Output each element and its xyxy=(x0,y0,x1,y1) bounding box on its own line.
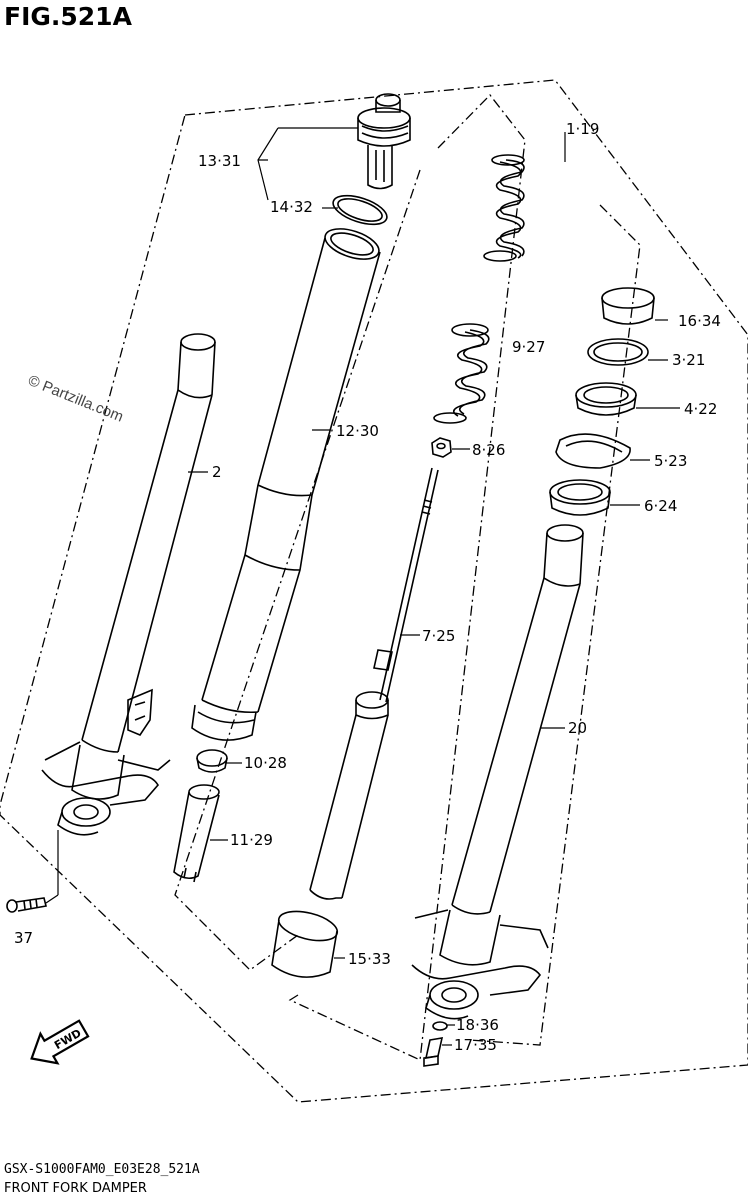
forward-arrow-icon: FWD xyxy=(30,1019,90,1065)
assembly-boundary-damper xyxy=(288,94,526,1061)
oil-lock-collar xyxy=(271,910,339,978)
cap-o-ring xyxy=(332,194,388,226)
callout-15-33: 15·33 xyxy=(348,950,391,968)
callout-20: 20 xyxy=(568,719,588,737)
callout-9-27: 9·27 xyxy=(512,338,546,356)
callout-13-31: 13·31 xyxy=(198,152,241,170)
fork-spring-lower xyxy=(433,323,490,424)
callout-3-21: 3·21 xyxy=(672,351,706,369)
diagram-caption: FRONT FORK DAMPER xyxy=(4,1181,147,1196)
inner-tube-left xyxy=(41,333,216,836)
oil-seal xyxy=(575,382,637,416)
callout-5-23: 5·23 xyxy=(654,452,688,470)
axle-bolt xyxy=(423,1037,444,1067)
callout-16-34: 16·34 xyxy=(678,312,721,330)
leader-lines xyxy=(45,127,680,1046)
slide-bushing-ring xyxy=(196,749,228,773)
fork-spring-upper xyxy=(483,154,525,262)
damper-cartridge xyxy=(309,691,389,900)
callout-11-29: 11·29 xyxy=(230,831,273,849)
callout-37: 37 xyxy=(14,929,34,947)
lock-nut xyxy=(431,437,452,458)
guide-bushing xyxy=(601,287,655,325)
stopper-ring xyxy=(555,433,631,469)
dust-seal xyxy=(549,479,611,516)
figure-title: FIG.521A xyxy=(4,2,132,31)
washer xyxy=(587,338,649,366)
damper-spacer xyxy=(173,784,220,883)
drawing-code: GSX-S1000FAM0_E03E28_521A xyxy=(4,1162,200,1177)
callout-14-32: 14·32 xyxy=(270,198,313,216)
assembly-boundary-right-leg xyxy=(469,204,641,1046)
outer-tube xyxy=(191,228,381,741)
damper-rod xyxy=(373,467,439,703)
axle-pinch-bolt xyxy=(6,897,47,913)
inner-tube-right xyxy=(411,524,584,1020)
callout-10-28: 10·28 xyxy=(244,754,287,772)
fork-cap-bolt xyxy=(357,93,411,190)
callout-2: 2 xyxy=(212,463,222,481)
callout-8-26: 8·26 xyxy=(472,441,506,459)
callout-17-35: 17·35 xyxy=(454,1036,497,1054)
callout-18-36: 18·36 xyxy=(456,1016,499,1034)
callout-1-19: 1·19 xyxy=(566,120,600,138)
callout-6-24: 6·24 xyxy=(644,497,678,515)
axle-washer xyxy=(432,1021,448,1031)
assembly-boundary-outer xyxy=(0,79,748,1103)
callout-7-25: 7·25 xyxy=(422,627,456,645)
callout-4-22: 4·22 xyxy=(684,400,718,418)
callout-12-30: 12·30 xyxy=(336,422,379,440)
